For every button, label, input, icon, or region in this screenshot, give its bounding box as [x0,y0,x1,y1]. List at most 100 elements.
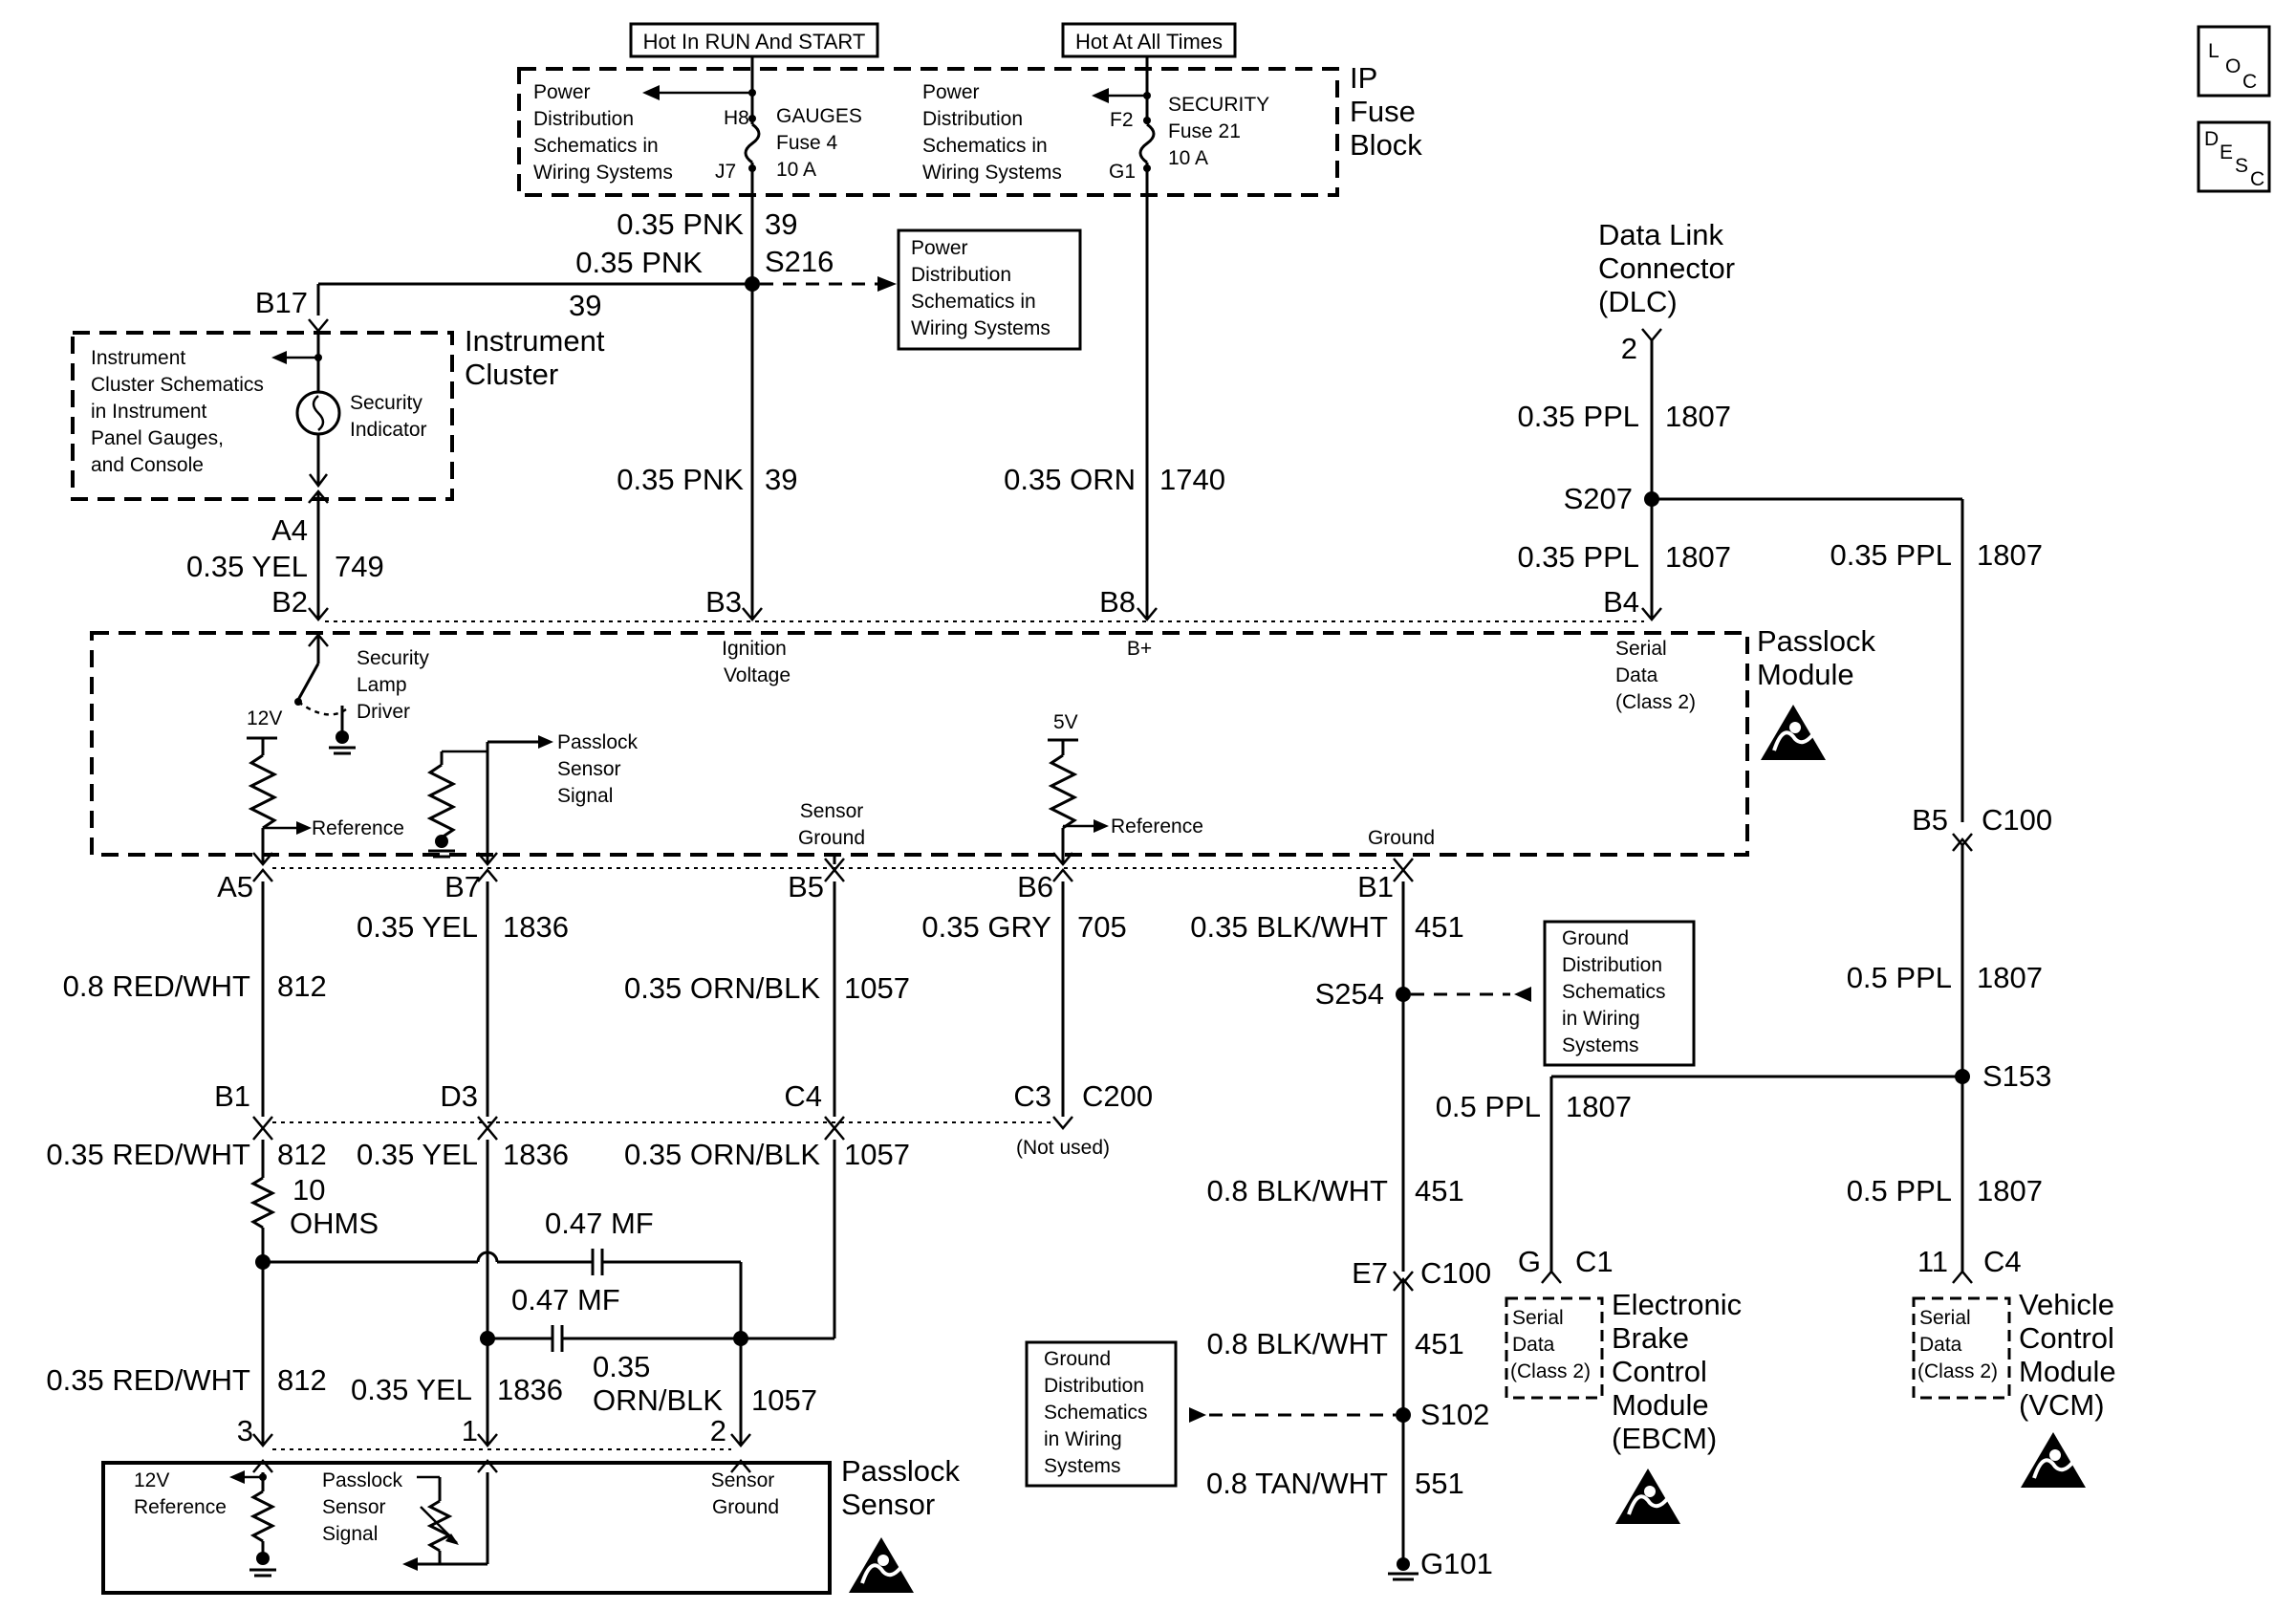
ground-g101 [1397,1557,1410,1571]
security-lamp-driver: Security Lamp Driver [357,647,429,723]
svg-text:Cluster: Cluster [465,358,558,391]
svg-text:451: 451 [1415,910,1464,944]
svg-text:S216: S216 [765,245,834,278]
svg-text:0.35 YEL: 0.35 YEL [357,1138,478,1171]
svg-text:Systems: Systems [1562,1034,1639,1056]
svg-text:Serial: Serial [1512,1307,1564,1329]
svg-text:S254: S254 [1315,977,1384,1011]
sensor-signal-label: Passlock Sensor Signal [322,1469,403,1545]
ebcm-module: Serial Data (Class 2) Electronic Brake C… [1505,1288,1742,1526]
svg-text:C100: C100 [1982,803,2052,837]
loc-icon[interactable]: L O C [2197,25,2271,98]
svg-text:Module: Module [1612,1388,1709,1422]
svg-text:Ground: Ground [1044,1348,1111,1370]
svg-text:Voltage: Voltage [724,664,791,686]
svg-text:B7: B7 [444,870,481,903]
gauges-fuse: GAUGES Fuse 4 10 A [776,105,862,181]
svg-text:C100: C100 [1420,1256,1491,1290]
serial-data-label: Serial Data (Class 2) [1615,638,1696,713]
ground-distribution-ref-s254: Ground Distribution Schematics in Wiring… [1543,920,1696,1067]
svg-text:Distribution: Distribution [911,264,1011,286]
svg-text:Data: Data [1512,1334,1555,1356]
svg-text:39: 39 [569,289,601,322]
svg-text:0.5 PPL: 0.5 PPL [1436,1090,1541,1123]
svg-text:Control: Control [2019,1321,2114,1355]
svg-text:H8: H8 [724,107,749,129]
svg-text:A4: A4 [271,513,308,547]
svg-text:5V: 5V [1053,711,1078,733]
svg-text:Systems: Systems [1044,1455,1121,1477]
svg-text:Schematics in: Schematics in [533,135,659,157]
vcm-module: Serial Data (Class 2) Vehicle Control Mo… [1912,1288,2116,1490]
svg-text:Panel Gauges,: Panel Gauges, [91,427,224,449]
svg-text:J7: J7 [715,161,736,183]
svg-text:Instrument: Instrument [91,347,185,369]
svg-text:0.47 MF: 0.47 MF [511,1283,620,1316]
svg-text:Indicator: Indicator [350,419,427,441]
svg-text:812: 812 [277,1138,327,1171]
svg-text:Wiring Systems: Wiring Systems [922,162,1062,184]
svg-text:Sensor: Sensor [800,800,864,822]
svg-text:1836: 1836 [503,1138,569,1171]
svg-text:Sensor: Sensor [557,758,621,780]
svg-text:2: 2 [710,1414,726,1447]
svg-text:451: 451 [1415,1174,1464,1208]
svg-text:Reference: Reference [312,817,404,839]
ten-ohm-resistor [249,1176,276,1229]
svg-text:0.35 PNK: 0.35 PNK [617,463,744,496]
svg-text:G1: G1 [1109,161,1136,183]
svg-text:Fuse 4: Fuse 4 [776,132,838,154]
svg-text:Module: Module [2019,1355,2116,1388]
svg-text:Sensor: Sensor [711,1469,775,1491]
svg-text:C4: C4 [784,1079,822,1113]
svg-text:Fuse 21: Fuse 21 [1168,120,1241,142]
hot-in-run-start-label: Hot In RUN And START [629,22,879,58]
svg-text:Passlock: Passlock [1757,624,1876,658]
svg-text:39: 39 [765,463,797,496]
svg-text:Lamp: Lamp [357,674,407,696]
svg-text:ORN/BLK: ORN/BLK [593,1383,723,1417]
svg-text:Serial: Serial [1615,638,1667,660]
svg-text:10 A: 10 A [776,159,816,181]
svg-text:10: 10 [292,1173,325,1207]
svg-text:Power: Power [533,81,591,103]
svg-text:Sensor: Sensor [322,1496,386,1518]
desc-icon[interactable]: D E S C [2197,120,2271,193]
svg-text:Instrument: Instrument [465,324,605,358]
svg-text:(Class 2): (Class 2) [1917,1360,1998,1382]
svg-text:in Wiring: in Wiring [1562,1008,1640,1030]
svg-text:551: 551 [1415,1467,1464,1500]
svg-text:B8: B8 [1099,585,1136,619]
ip-fuse-block: IP Fuse Block [517,61,1422,197]
svg-text:D: D [2204,128,2219,150]
svg-text:1807: 1807 [1665,540,1731,574]
esd-warning-icon [1759,703,1828,762]
instrument-cluster: Instrument Cluster [71,324,605,501]
svg-text:Control: Control [1612,1355,1707,1388]
svg-text:749: 749 [335,550,384,583]
svg-text:Ground: Ground [1368,827,1435,849]
svg-text:Security: Security [350,392,422,414]
svg-text:Ground: Ground [712,1496,779,1518]
svg-text:0.8 TAN/WHT: 0.8 TAN/WHT [1206,1467,1388,1500]
data-link-connector: Data Link Connector (DLC) [1598,218,1735,318]
svg-text:Serial: Serial [1919,1307,1971,1329]
svg-text:A5: A5 [217,870,253,903]
svg-text:(DLC): (DLC) [1598,285,1678,318]
security-fuse: SECURITY Fuse 21 10 A [1168,94,1269,169]
instrument-cluster-schematics-ref: Instrument Cluster Schematics in Instrum… [91,347,264,476]
svg-text:Signal: Signal [557,785,613,807]
svg-text:D3: D3 [440,1079,478,1113]
svg-text:0.5 PPL: 0.5 PPL [1847,961,1952,994]
svg-text:Hot At All Times: Hot At All Times [1075,30,1223,54]
svg-text:1740: 1740 [1159,463,1225,496]
svg-text:B5: B5 [1912,803,1948,837]
esd-warning-icon [1614,1467,1682,1526]
svg-text:Connector: Connector [1598,251,1735,285]
svg-text:Signal: Signal [322,1523,378,1545]
svg-text:0.35 RED/WHT: 0.35 RED/WHT [46,1363,250,1397]
ground-distribution-ref-s102: Ground Distribution Schematics in Wiring… [1025,1340,1178,1488]
svg-text:0.35 BLK/WHT: 0.35 BLK/WHT [1190,910,1388,944]
power-distribution-ref-left: Power Distribution Schematics in Wiring … [533,81,673,184]
svg-text:0.47 MF: 0.47 MF [545,1207,654,1240]
